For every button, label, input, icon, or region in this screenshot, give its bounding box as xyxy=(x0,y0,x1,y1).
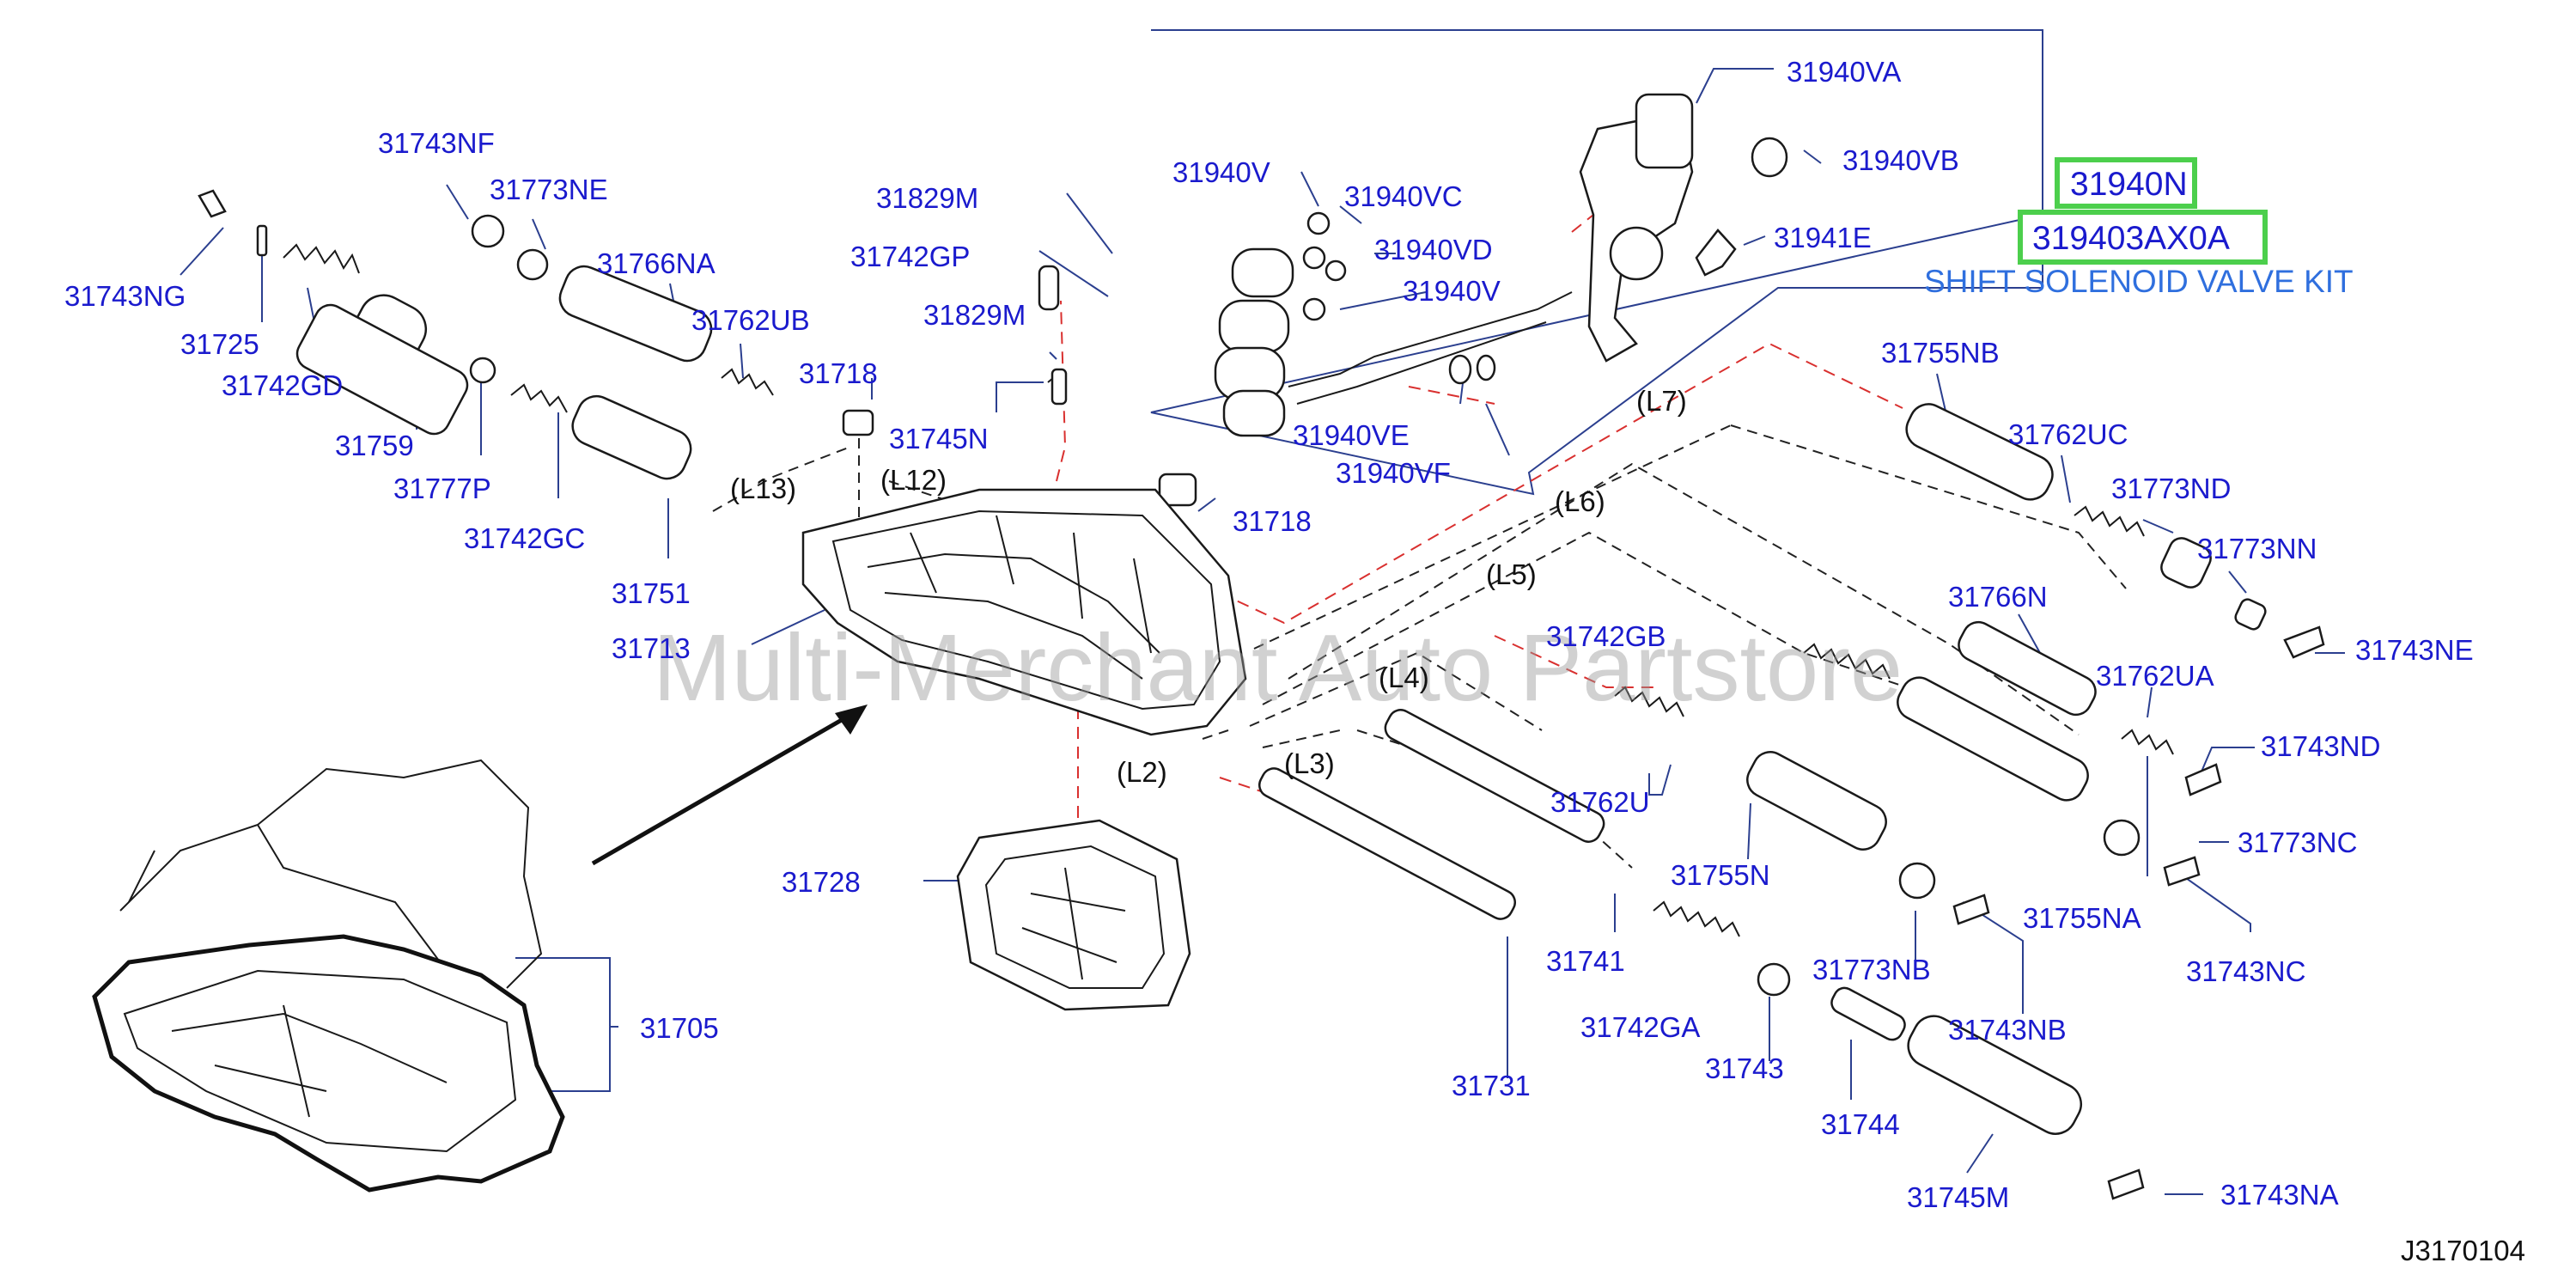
part-label-31755n[interactable]: 31755N xyxy=(1671,859,1770,891)
part-label-31773nn[interactable]: 31773NN xyxy=(2197,533,2317,564)
route-label-l13: (L13) xyxy=(730,473,796,504)
left-spools xyxy=(558,265,1197,507)
part-label-31759[interactable]: 31759 xyxy=(335,430,414,461)
left-small-parts xyxy=(198,189,549,436)
part-label-31940vc[interactable]: 31940VC xyxy=(1344,180,1463,212)
part-label-31743nf[interactable]: 31743NF xyxy=(378,127,495,159)
part-label-31941e[interactable]: 31941E xyxy=(1774,222,1872,253)
part-label-31743nc[interactable]: 31743NC xyxy=(2186,955,2305,987)
part-label-31940vd[interactable]: 31940VD xyxy=(1374,234,1493,265)
part-label-31725[interactable]: 31725 xyxy=(180,328,259,360)
part-label-31829m-a[interactable]: 31829M xyxy=(876,182,978,214)
part-label-31762ua[interactable]: 31762UA xyxy=(2096,660,2214,692)
part-label-31940v-b[interactable]: 31940V xyxy=(1403,275,1501,307)
part-label-31755na[interactable]: 31755NA xyxy=(2023,902,2141,934)
solenoid-kit-frame xyxy=(1150,29,2043,496)
part-label-31766na[interactable]: 31766NA xyxy=(597,247,716,279)
part-label-31743na[interactable]: 31743NA xyxy=(2220,1179,2339,1211)
right-spools xyxy=(1258,403,2325,1200)
part-label-31940ve[interactable]: 31940VE xyxy=(1293,419,1410,451)
route-label-l12: (L12) xyxy=(880,464,947,496)
part-label-31742gd[interactable]: 31742GD xyxy=(222,369,343,401)
route-label-l3: (L3) xyxy=(1284,747,1335,779)
part-label-31718-b[interactable]: 31718 xyxy=(1233,505,1312,537)
part-label-31743ng[interactable]: 31743NG xyxy=(64,280,186,312)
route-label-l2: (L2) xyxy=(1117,756,1167,788)
part-label-31940vb[interactable]: 31940VB xyxy=(1842,144,1959,176)
watermark: Multi-Merchant Auto Partstore xyxy=(653,615,1903,721)
kit-number-highlight-box xyxy=(2018,210,2268,265)
part-label-31940va[interactable]: 31940VA xyxy=(1787,56,1901,88)
diagram-code: J3170104 xyxy=(2401,1235,2525,1266)
part-label-31773nd[interactable]: 31773ND xyxy=(2111,473,2231,504)
part-label-31742ga[interactable]: 31742GA xyxy=(1580,1011,1700,1043)
part-label-31762uc[interactable]: 31762UC xyxy=(2008,418,2128,450)
part-label-31755nb[interactable]: 31755NB xyxy=(1881,337,2000,369)
route-labels: (L13) (L12) (L7) (L6) (L5) (L4) (L3) (L2… xyxy=(730,385,1687,788)
shift-solenoid-assembly xyxy=(1214,93,1788,437)
kit-highlight: 31940N 319403AX0A SHIFT SOLENOID VALVE K… xyxy=(1924,157,2354,299)
route-lines xyxy=(712,421,2127,869)
lower-valve-body xyxy=(92,759,565,1193)
part-label-31713[interactable]: 31713 xyxy=(612,632,691,664)
route-label-l5: (L5) xyxy=(1486,558,1537,590)
upper-valve-body xyxy=(801,488,1247,736)
part-label-31745m[interactable]: 31745M xyxy=(1907,1181,2009,1213)
part-label-31773nb[interactable]: 31773NB xyxy=(1812,954,1931,985)
kit-highlighted-number[interactable]: 319403AX0A xyxy=(2032,220,2230,257)
part-label-31762u[interactable]: 31762U xyxy=(1550,786,1650,818)
part-label-31940vf[interactable]: 31940VF xyxy=(1336,457,1451,489)
part-label-31743nb[interactable]: 31743NB xyxy=(1948,1014,2067,1046)
part-label-31705[interactable]: 31705 xyxy=(640,1012,719,1044)
part-label-31745n[interactable]: 31745N xyxy=(889,423,989,454)
route-label-l7: (L7) xyxy=(1636,385,1687,417)
part-label-31829m-b[interactable]: 31829M xyxy=(923,299,1026,331)
part-label-31773ne[interactable]: 31773NE xyxy=(490,174,608,205)
part-label-31743nd[interactable]: 31743ND xyxy=(2261,730,2380,762)
part-label-31742gp[interactable]: 31742GP xyxy=(850,241,970,272)
part-label-31742gb[interactable]: 31742GB xyxy=(1546,620,1666,652)
part-label-31744[interactable]: 31744 xyxy=(1821,1108,1900,1140)
part-label-31762ub[interactable]: 31762UB xyxy=(691,304,810,336)
part-label-31777p[interactable]: 31777P xyxy=(393,473,491,504)
part-label-31728[interactable]: 31728 xyxy=(782,866,861,898)
part-label-31742gc[interactable]: 31742GC xyxy=(464,522,585,554)
route-label-l6: (L6) xyxy=(1555,485,1605,517)
part-label-31766n[interactable]: 31766N xyxy=(1948,581,2048,613)
direction-arrow xyxy=(591,705,868,866)
separator-plate xyxy=(956,819,1191,1011)
part-label-31718-a[interactable]: 31718 xyxy=(799,357,878,389)
route-label-l4: (L4) xyxy=(1379,662,1429,693)
part-label-31743ne[interactable]: 31743NE xyxy=(2355,634,2474,666)
part-label-31743[interactable]: 31743 xyxy=(1705,1052,1784,1084)
part-label-31731[interactable]: 31731 xyxy=(1452,1070,1531,1101)
part-label-31940v-a[interactable]: 31940V xyxy=(1172,156,1270,188)
part-labels: 31743NF 31773NE 31743NG 31725 31742GD 31… xyxy=(64,56,2474,1213)
part-label-31741[interactable]: 31741 xyxy=(1546,945,1625,977)
kit-highlighted-part[interactable]: 31940N xyxy=(2070,166,2188,203)
kit-part-highlight-box xyxy=(2055,157,2197,209)
kit-title: SHIFT SOLENOID VALVE KIT xyxy=(1924,264,2354,299)
part-label-31751[interactable]: 31751 xyxy=(612,577,691,609)
part-label-31773nc[interactable]: 31773NC xyxy=(2238,827,2357,858)
